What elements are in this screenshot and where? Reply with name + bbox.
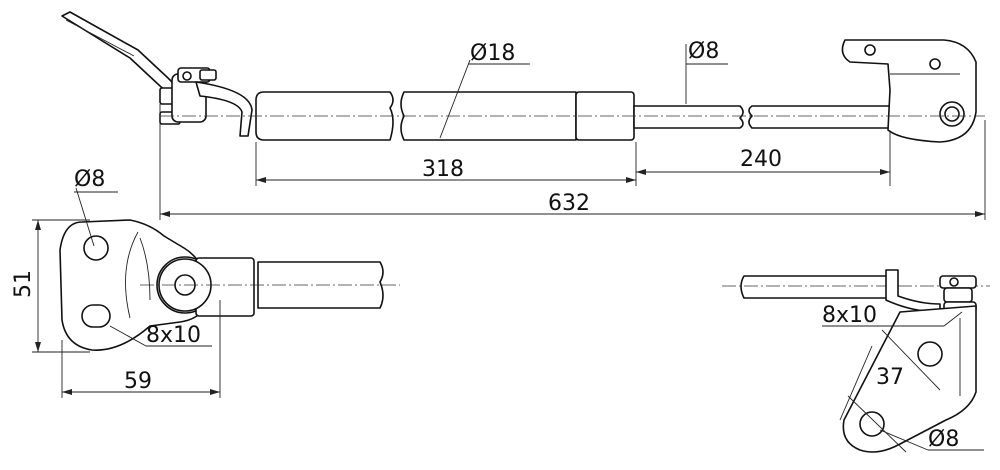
- right-detail-rod: [740, 275, 889, 299]
- dim-right-spacing: 37: [876, 365, 904, 390]
- dim-rod-diameter: Ø8: [688, 39, 719, 64]
- piston-rod-right: [748, 105, 893, 129]
- piston-rod-left: [633, 105, 744, 129]
- right-detail-view: 8x10 37 Ø8: [722, 269, 990, 453]
- cylinder-body-right: [400, 91, 577, 141]
- dim-total-length: 632: [548, 191, 590, 216]
- dim-left-height: 51: [11, 270, 36, 298]
- dim-left-width: 59: [124, 369, 152, 394]
- left-detail-view: Ø8 51 8x10 59: [11, 167, 400, 398]
- dim-right-slot: 8x10: [822, 303, 877, 328]
- main-assembly: Ø18 Ø8 318 240 632: [61, 11, 986, 220]
- dim-body-diameter: Ø18: [470, 41, 515, 66]
- left-eye-assembly: [159, 67, 253, 137]
- dim-left-hole-diameter: Ø8: [74, 167, 105, 192]
- left-bracket-arm: [61, 11, 179, 97]
- dim-body-length: 318: [422, 157, 464, 182]
- right-end-bracket: [841, 39, 977, 143]
- dim-stroke: 240: [740, 147, 782, 172]
- dim-left-slot: 8x10: [146, 323, 201, 348]
- dim-right-hole-diameter: Ø8: [928, 427, 959, 452]
